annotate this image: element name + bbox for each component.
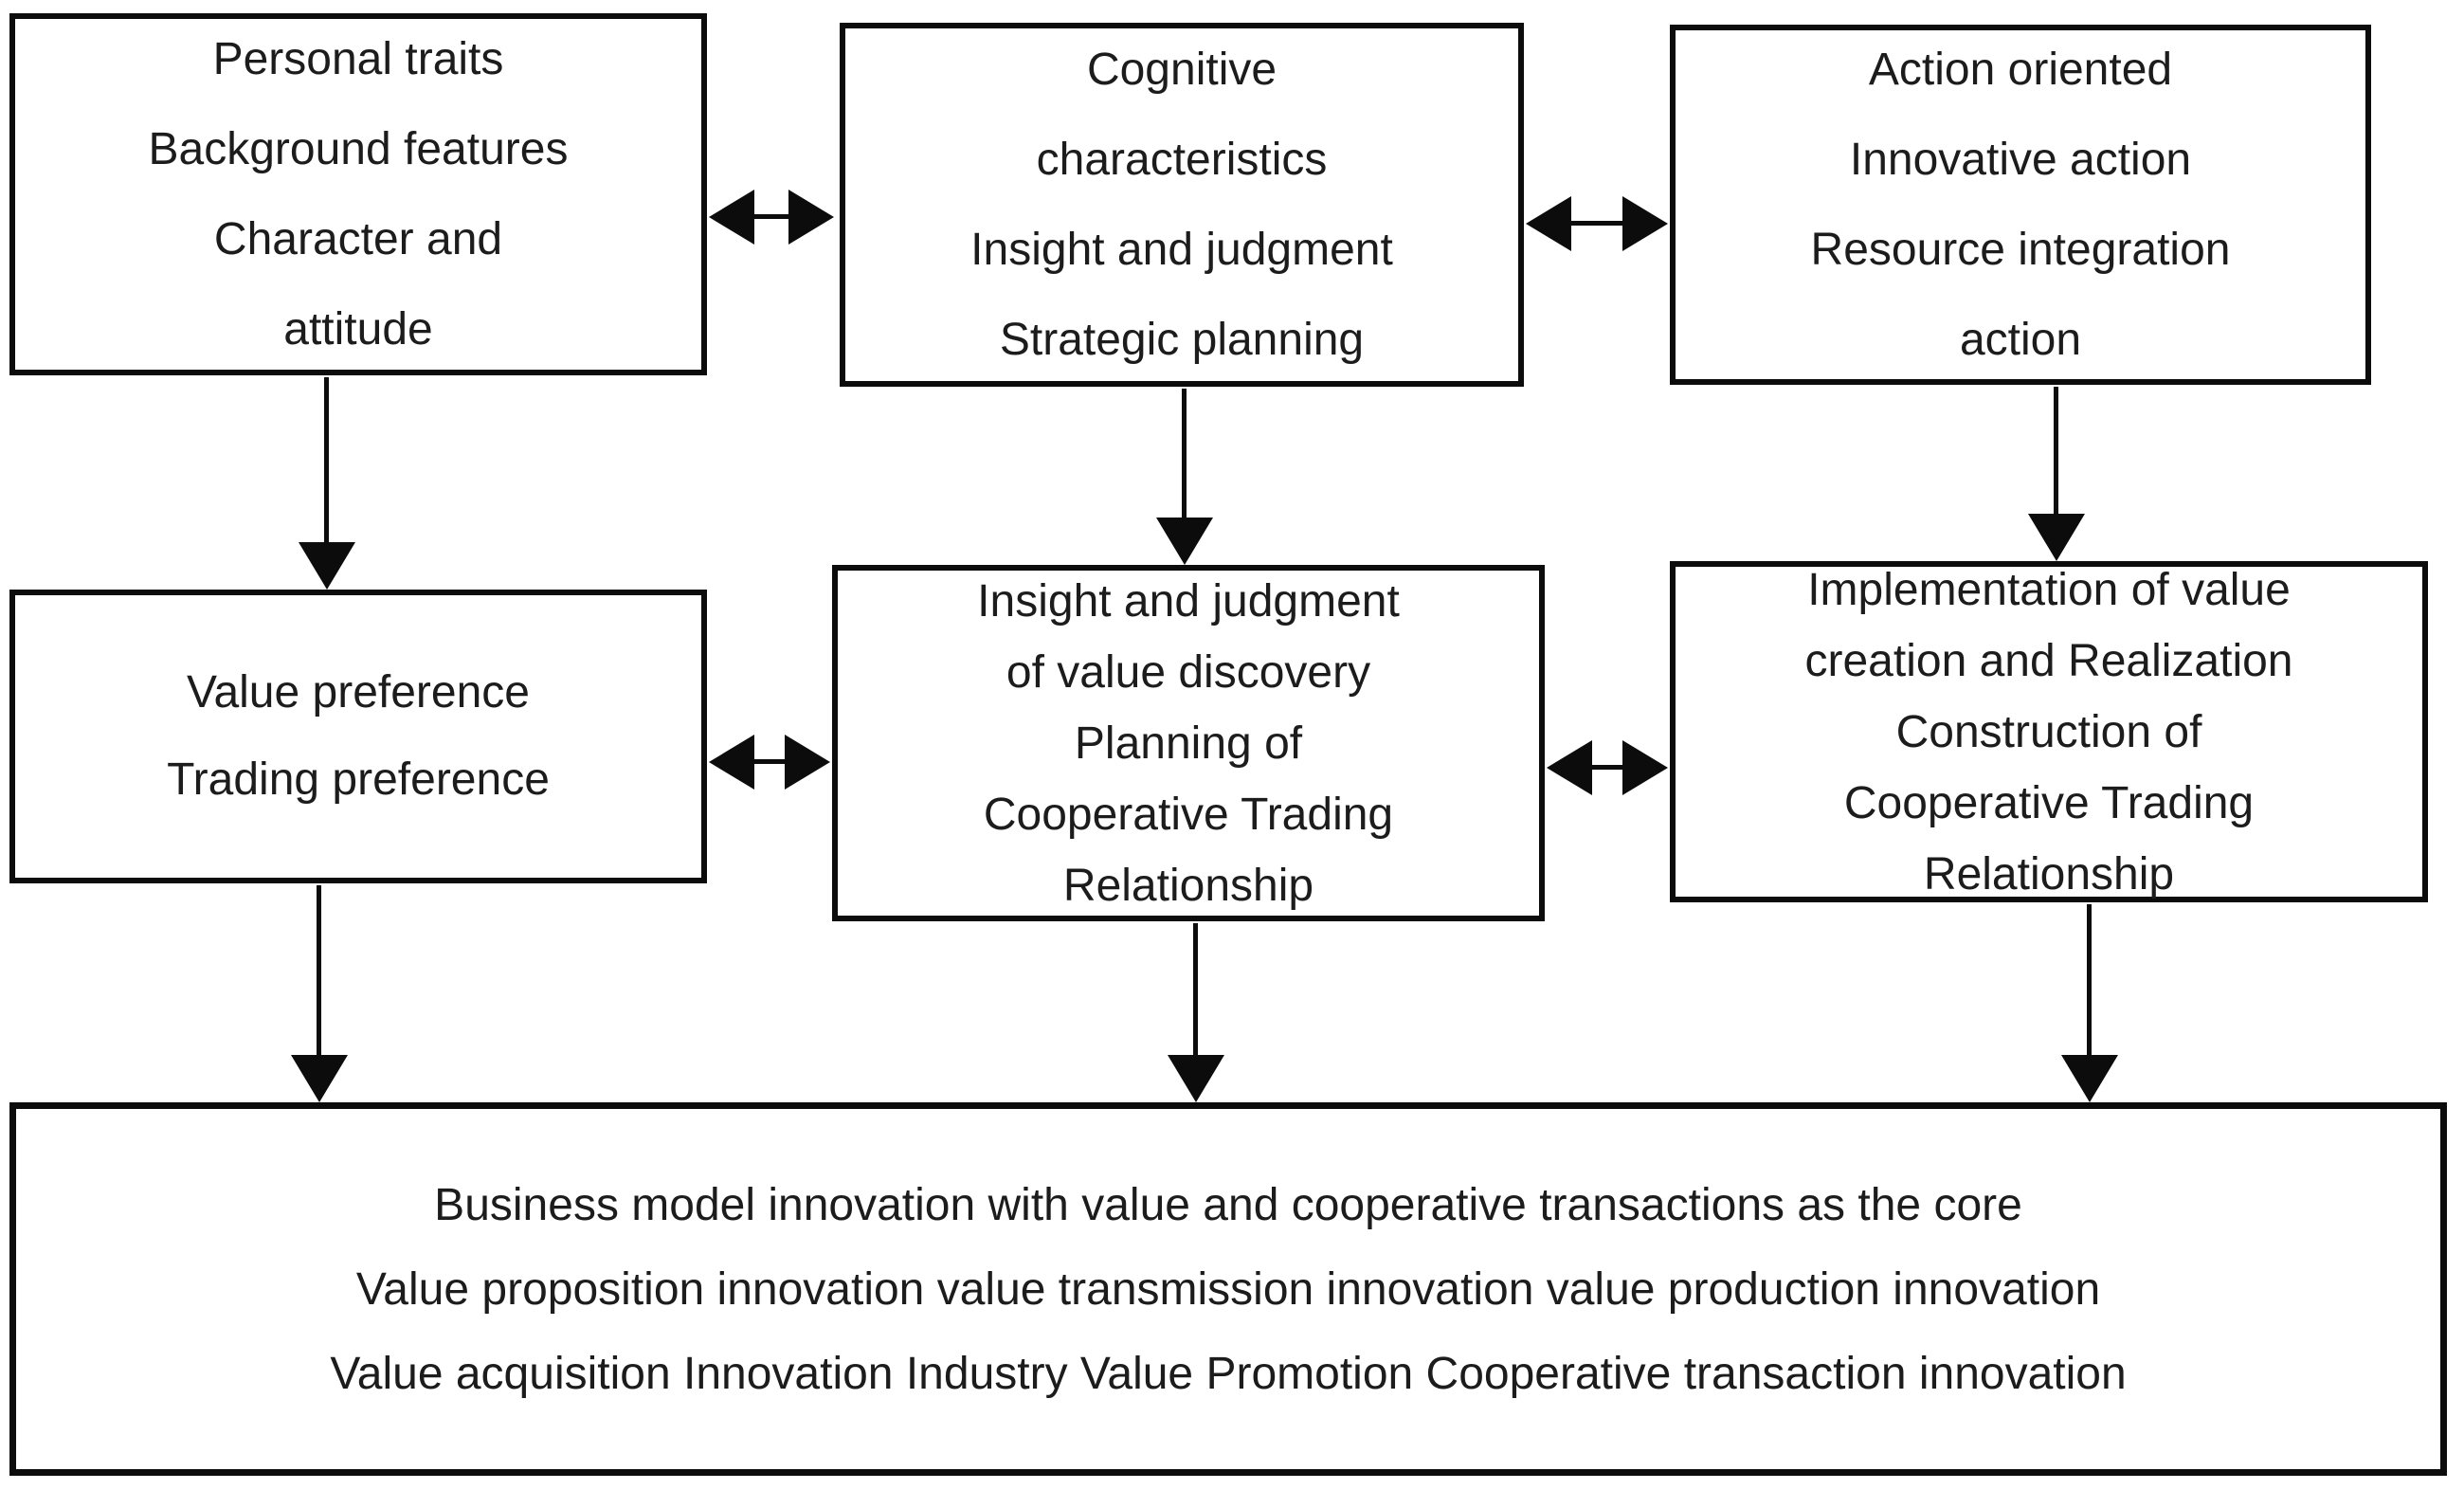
box-text-line: Value proposition innovation value trans… [355,1263,2101,1315]
box-text-line: Strategic planning [999,315,1365,365]
arrow-shaft [2054,387,2058,538]
box-text-line: Planning of [1074,718,1303,769]
arrow-head-down-icon [299,542,355,590]
box-cognitive-characteristics: Cognitive characteristics Insight and ju… [840,23,1524,387]
arrow-shaft [737,214,806,219]
double-arrow-personal-cognitive [709,189,834,245]
arrow-shaft [324,377,329,567]
arrow-shaft [2087,904,2092,1080]
box-text-line: Cognitive [1086,45,1277,95]
box-personal-traits: Personal traits Background features Char… [9,13,707,375]
arrow-head-right-icon [1622,196,1668,251]
box-text-line: Insight and judgment [977,575,1400,627]
arrow-head-down-icon [2061,1055,2118,1102]
down-arrow-implementation-to-bottom [2061,904,2118,1102]
down-arrow-action-to-implementation [2028,387,2085,561]
box-value-discovery-planning: Insight and judgment of value discovery … [832,565,1545,921]
box-text-line: Business model innovation with value and… [434,1179,2022,1230]
arrow-head-down-icon [291,1055,348,1102]
arrow-shaft [1554,221,1640,226]
double-arrow-preference-discovery [709,734,830,790]
box-text-line: Implementation of value [1807,564,2291,615]
box-text-line: Value acquisition Innovation Industry Va… [330,1348,2127,1399]
arrow-head-right-icon [788,190,834,245]
box-text-line: Cooperative Trading [1843,777,2255,828]
box-text-line: Innovative action [1849,135,2192,185]
box-text-line: action [1959,315,2082,365]
down-arrow-personal-to-preference [299,377,355,590]
arrow-shaft [1182,389,1187,542]
arrow-shaft [1193,923,1198,1080]
box-text-line: Action oriented [1868,45,2173,95]
arrow-head-right-icon [785,735,830,790]
box-text-line: Background features [148,124,569,174]
box-value-preference: Value preference Trading preference [9,590,707,883]
arrow-head-right-icon [1622,740,1668,795]
box-text-line: Trading preference [167,754,550,805]
box-text-line: Resource integration [1810,225,2231,275]
box-business-model-innovation: Business model innovation with value and… [9,1102,2447,1476]
box-text-line: of value discovery [1006,646,1371,698]
down-arrow-preference-to-bottom [291,885,348,1102]
double-arrow-cognitive-action [1526,195,1668,252]
arrow-shaft [317,885,321,1080]
box-value-creation-implementation: Implementation of value creation and Rea… [1670,561,2428,902]
arrow-head-down-icon [2028,514,2085,561]
arrow-head-down-icon [1156,518,1213,565]
arrow-shaft [1575,765,1640,770]
box-text-line: Cooperative Trading [983,789,1394,840]
box-action-oriented: Action oriented Innovative action Resour… [1670,25,2371,385]
box-text-line: Relationship [1062,860,1314,911]
box-text-line: Construction of [1895,706,2202,757]
box-text-line: Character and [213,214,503,264]
double-arrow-discovery-implementation [1547,739,1668,796]
arrow-shaft [737,759,802,764]
box-text-line: Value preference [186,667,530,718]
down-arrow-cognitive-to-discovery [1156,389,1213,565]
box-text-line: attitude [283,304,433,354]
box-text-line: characteristics [1036,135,1328,185]
box-text-line: Personal traits [212,34,504,84]
box-text-line: Insight and judgment [970,225,1393,275]
arrow-head-down-icon [1168,1055,1224,1102]
down-arrow-discovery-to-bottom [1168,923,1224,1102]
box-text-line: creation and Realization [1804,635,2293,686]
box-text-line: Relationship [1923,848,2175,899]
